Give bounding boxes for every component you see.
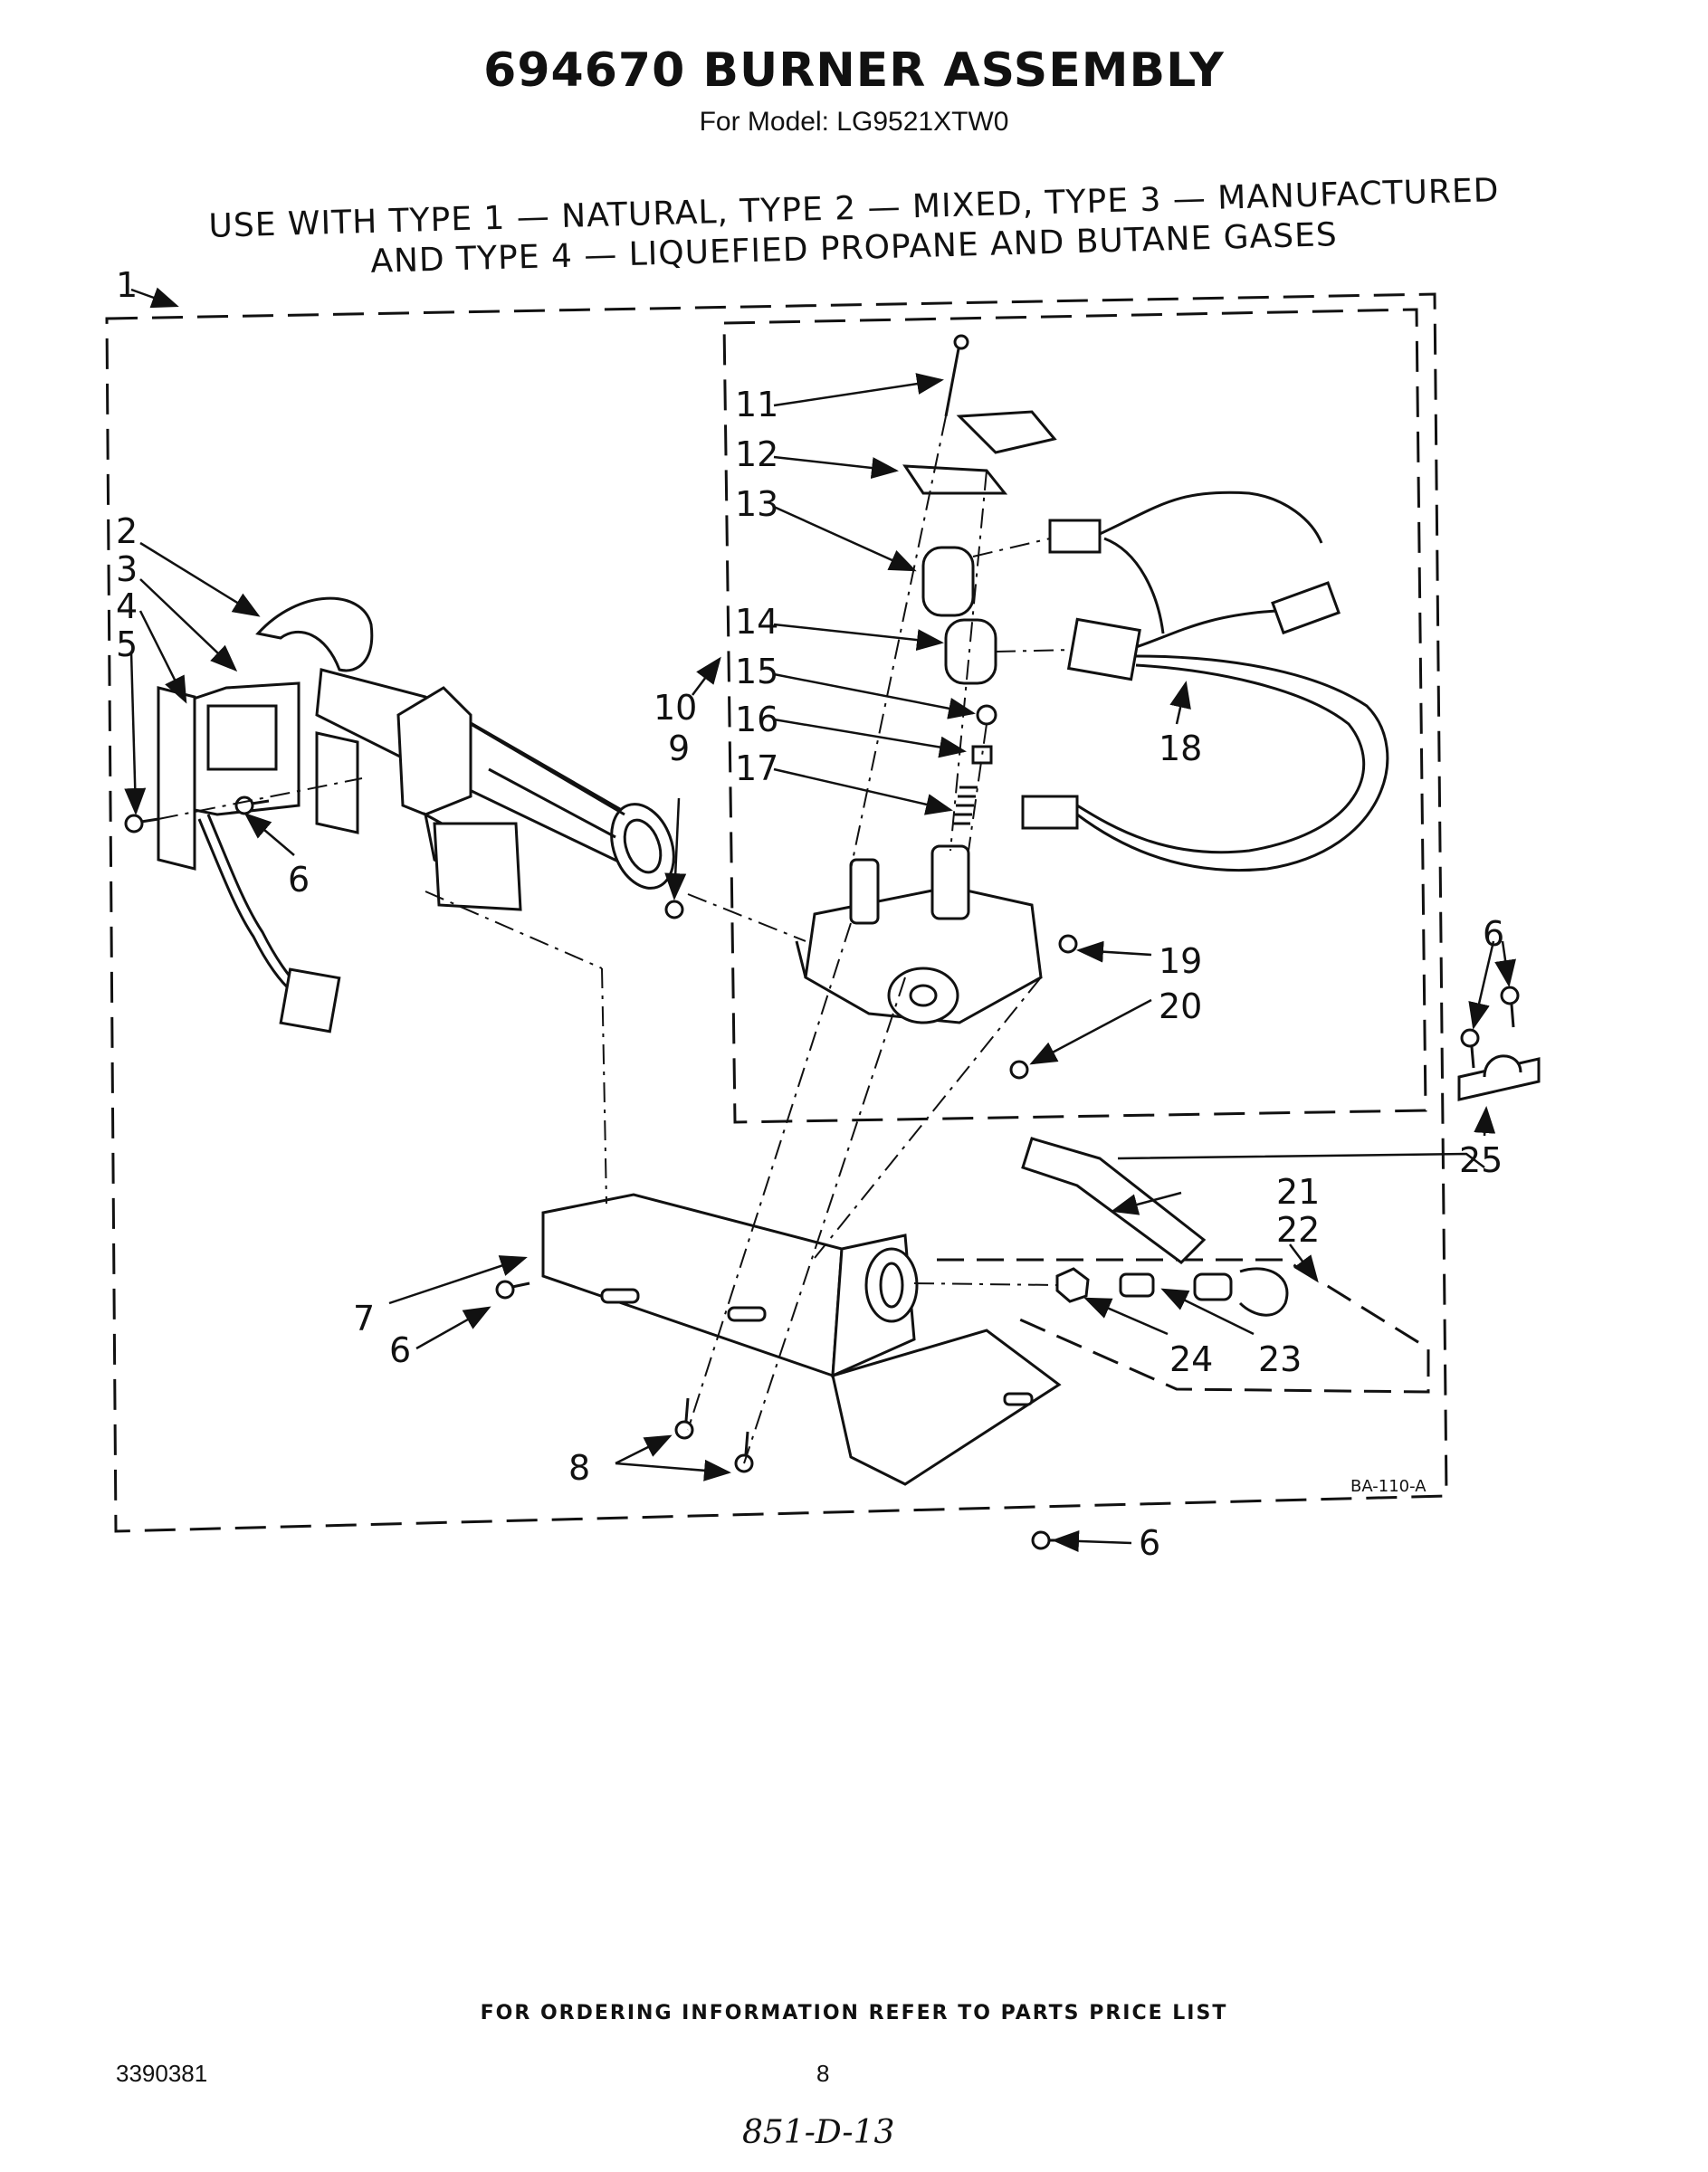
callout-3: 3 [116, 549, 138, 589]
ignitor-connector [197, 814, 341, 1034]
callout-18: 18 [1159, 729, 1202, 768]
page-title: 694670 BURNER ASSEMBLY [483, 43, 1225, 98]
callout-9: 9 [668, 729, 690, 768]
burner-base [541, 1193, 1062, 1486]
callout-7: 7 [353, 1299, 375, 1338]
ordering-information: FOR ORDERING INFORMATION REFER TO PARTS … [480, 2002, 1228, 2024]
valve-group-boundary [722, 308, 1427, 1124]
callout-21: 21 [1276, 1172, 1320, 1212]
outer-assembly-boundary [105, 292, 1448, 1533]
burner-bracket [157, 681, 359, 871]
model-number: For Model: LG9521XTW0 [699, 107, 1009, 137]
wire-harness [1021, 491, 1389, 872]
burner-cradle [396, 686, 522, 911]
callout-20: 20 [1159, 986, 1202, 1026]
screw-11 [944, 334, 969, 417]
callout-5: 5 [116, 624, 138, 664]
mounting-bracket-12 [902, 410, 1057, 495]
callout-4: 4 [116, 586, 138, 626]
orifice-fittings [1055, 1267, 1289, 1317]
callout-2: 2 [116, 511, 138, 551]
drawing-reference-code: BA-110-A [1350, 1477, 1427, 1496]
callout-6-base-screw: 6 [389, 1330, 411, 1370]
gas-valve [795, 844, 1043, 1024]
screws [124, 795, 1520, 1550]
callout-6-bracket-screw: 6 [288, 860, 310, 900]
callout-25: 25 [1459, 1140, 1503, 1180]
callout-24: 24 [1169, 1339, 1213, 1379]
handwritten-note: 851-D-13 [742, 2114, 895, 2151]
callout-22: 22 [1276, 1210, 1320, 1250]
callout-6-clamp-screws: 6 [1483, 914, 1504, 954]
callout-13: 13 [735, 484, 778, 524]
pipe-clamp [1457, 1054, 1541, 1101]
callout-8: 8 [568, 1448, 590, 1488]
callout-6-bottom-screw: 6 [1139, 1523, 1160, 1563]
callout-14: 14 [735, 602, 778, 642]
page-number: 8 [816, 2060, 830, 2087]
callout-17: 17 [735, 748, 778, 788]
callout-19: 19 [1159, 941, 1202, 981]
callout-23: 23 [1258, 1339, 1302, 1379]
document-number: 3390381 [116, 2060, 208, 2087]
callout-15: 15 [735, 652, 778, 691]
callout-11: 11 [735, 385, 778, 424]
callout-16: 16 [735, 700, 778, 739]
callout-10: 10 [654, 688, 697, 728]
callout-1: 1 [116, 265, 138, 305]
valve-parts-15-17 [952, 704, 997, 825]
callout-12: 12 [735, 434, 778, 474]
solenoid-coil-13 [921, 546, 975, 617]
orifice-group-boundary [937, 1258, 1430, 1394]
